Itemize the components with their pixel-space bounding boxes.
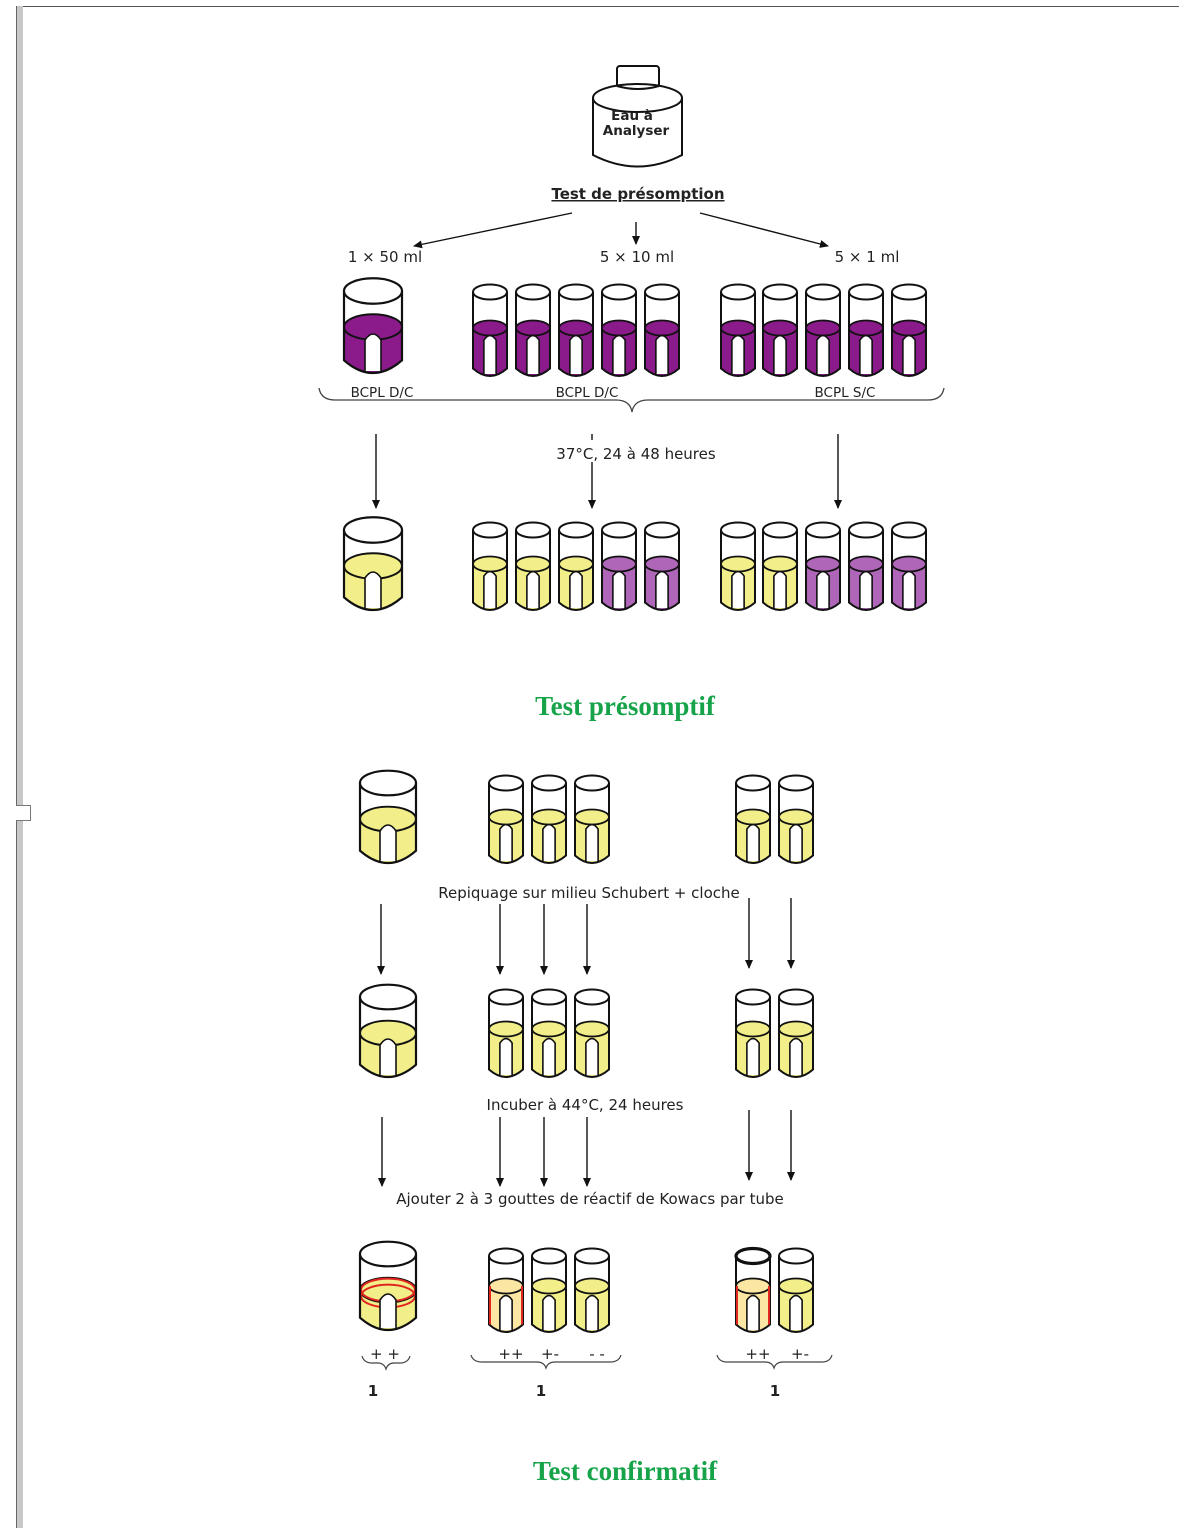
tube-bcpl-1ml (891, 283, 927, 377)
result-g2-3: - - (589, 1345, 605, 1363)
tube-bcpl-1ml (848, 283, 884, 377)
incubate-step-label: Incuber à 44°C, 24 heures (487, 1096, 684, 1114)
split-arrows (413, 212, 829, 249)
bottle-label-line2: Analyser (603, 123, 670, 139)
subculture-step-label: Repiquage sur milieu Schubert + cloche (438, 884, 740, 902)
tube-schubert-1ml (778, 988, 814, 1078)
tubes-selected-positive (358, 769, 814, 864)
incubation-presumptive-label: 37°C, 24 à 48 heures (556, 445, 716, 463)
count-1: 1 (368, 1382, 378, 1400)
tube-result-1ml-positive (720, 521, 756, 611)
tube-kovacs-10ml (574, 1247, 610, 1333)
result-braces (361, 1354, 833, 1371)
tube-bcpl-1ml (762, 283, 798, 377)
tube-positive-1ml (778, 774, 814, 864)
medium-label-2: BCPL D/C (556, 385, 619, 401)
count-3: 1 (770, 1382, 780, 1400)
tube-bcpl-10ml (601, 283, 637, 377)
tube-result-50ml (342, 516, 404, 611)
tubes-kovacs-results (358, 1240, 814, 1333)
tube-positive-50ml (358, 769, 418, 864)
tube-schubert-10ml (488, 988, 524, 1078)
result-g3-1: ++ (745, 1345, 770, 1363)
tube-result-1ml-negative (805, 521, 841, 611)
tube-bcpl-10ml (644, 283, 680, 377)
tube-bcpl-10ml (558, 283, 594, 377)
tubes-schubert (358, 983, 814, 1078)
tubes-bcpl-initial (342, 277, 927, 377)
tube-kovacs-50ml (358, 1240, 418, 1331)
medium-label-3: BCPL S/C (815, 385, 876, 401)
medium-label-1: BCPL D/C (351, 385, 414, 401)
kovacs-step-label: Ajouter 2 à 3 gouttes de réactif de Kowa… (396, 1190, 784, 1208)
volume-label-1: 1 × 50 ml (348, 248, 422, 266)
page-marker (16, 805, 31, 821)
tube-result-10ml-negative (644, 521, 680, 611)
water-sample-bottle: Eau à Analyser (592, 65, 683, 168)
result-g2-2: +- (541, 1345, 559, 1363)
tube-result-1ml-negative (848, 521, 884, 611)
bottle-label-line1: Eau à (611, 108, 653, 124)
tube-bcpl-1ml (720, 283, 756, 377)
volume-label-2: 5 × 10 ml (600, 248, 674, 266)
tube-result-10ml-positive (472, 521, 508, 611)
presumptive-test-title: Test présomptif (535, 691, 716, 721)
tube-kovacs-1ml-pos (734, 1246, 772, 1333)
confirmative-test-title: Test confirmatif (533, 1456, 718, 1486)
volume-label-3: 5 × 1 ml (835, 248, 900, 266)
page-border-top (16, 6, 1179, 7)
tube-schubert-10ml (531, 988, 567, 1078)
presumption-heading: Test de présomption (551, 185, 724, 203)
tube-schubert-10ml (574, 988, 610, 1078)
page-border-left (16, 6, 23, 1528)
tube-bcpl-10ml (472, 283, 508, 377)
tube-result-10ml-negative (601, 521, 637, 611)
tube-bcpl-50ml (342, 277, 404, 374)
tube-result-1ml-positive (762, 521, 798, 611)
tube-kovacs-1ml (778, 1247, 814, 1333)
tube-schubert-50ml (358, 983, 418, 1078)
tube-positive-10ml (488, 774, 524, 864)
result-g3-2: +- (791, 1345, 809, 1363)
tube-result-1ml-negative (891, 521, 927, 611)
tube-schubert-1ml (735, 988, 771, 1078)
tube-kovacs-10ml (531, 1247, 567, 1333)
tube-bcpl-1ml (805, 283, 841, 377)
tube-kovacs-10ml-pos (488, 1247, 524, 1333)
tube-positive-10ml (574, 774, 610, 864)
tube-group-brace (318, 387, 945, 413)
tube-positive-1ml (735, 774, 771, 864)
subculture-arrows (377, 898, 795, 975)
tubes-bcpl-results (342, 516, 927, 611)
count-2: 1 (536, 1382, 546, 1400)
kovacs-arrows (378, 1110, 795, 1187)
result-g1-1: + + (370, 1345, 400, 1363)
result-g2-1: ++ (498, 1345, 523, 1363)
tube-bcpl-10ml (515, 283, 551, 377)
tube-result-10ml-positive (515, 521, 551, 611)
tube-result-10ml-positive (558, 521, 594, 611)
tube-positive-10ml (531, 774, 567, 864)
